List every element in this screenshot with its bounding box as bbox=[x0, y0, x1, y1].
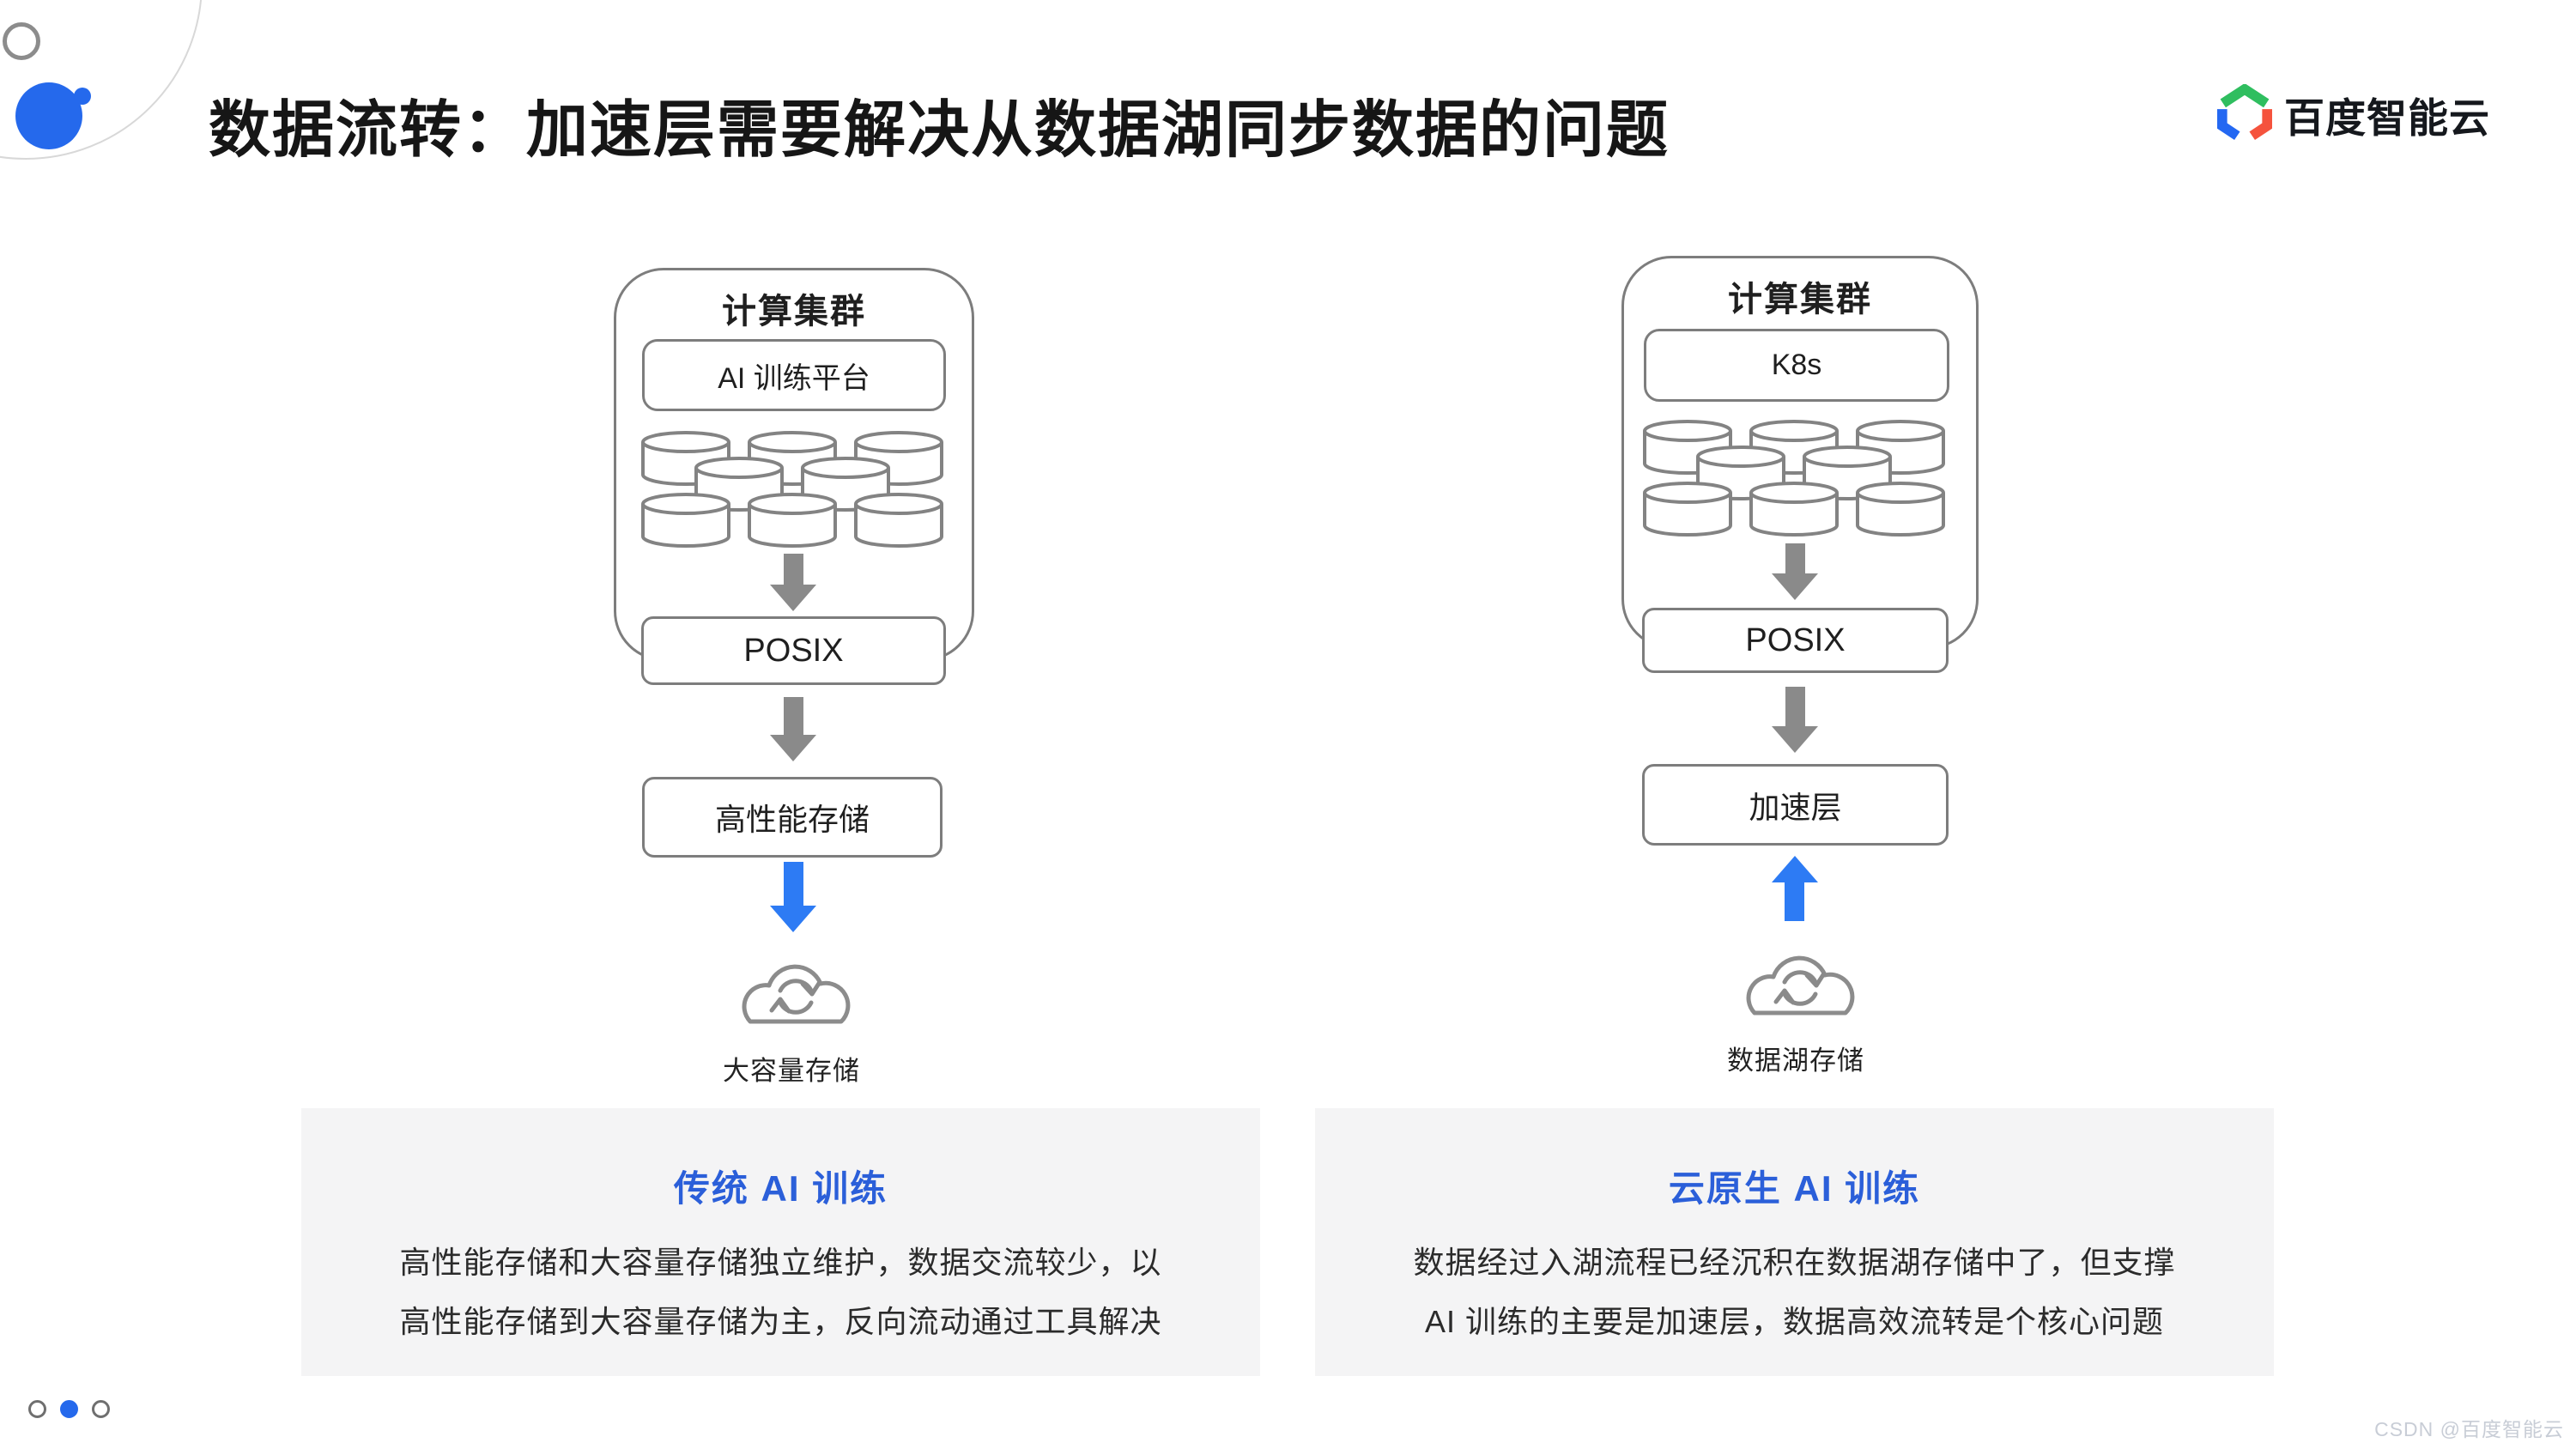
cloud-sync-icon-right bbox=[1746, 955, 1855, 1016]
arrow-down-icon bbox=[770, 554, 816, 611]
panel-title: 云原生 AI 训练 bbox=[1668, 1168, 1921, 1209]
posix-box-right: POSIX bbox=[1642, 608, 1949, 673]
accel-layer-label-right: 加速层 bbox=[1749, 789, 1842, 825]
brand-logo: 百度智能云 bbox=[2217, 84, 2490, 144]
panel-title: 传统 AI 训练 bbox=[673, 1168, 888, 1209]
posix-box-left: POSIX bbox=[641, 616, 946, 685]
panel-text-line: 数据经过入湖流程已经沉积在数据湖存储中了，但支撑 bbox=[1413, 1245, 2176, 1280]
brand-name: 百度智能云 bbox=[2284, 94, 2490, 141]
storage-nodes-icon-right bbox=[1643, 420, 1945, 537]
panel-traditional-ai: 传统 AI 训练 高性能存储和大容量存储独立维护，数据交流较少，以 高性能存储到… bbox=[301, 1108, 1260, 1376]
deco-blue-dot bbox=[74, 88, 91, 105]
watermark: CSDN @百度智能云 bbox=[2374, 1418, 2564, 1440]
posix-label-left: POSIX bbox=[743, 632, 844, 669]
panel-cloud-native-ai: 云原生 AI 训练 数据经过入湖流程已经沉积在数据湖存储中了，但支撑 AI 训练… bbox=[1315, 1108, 2274, 1376]
panel-text-line: 高性能存储和大容量存储独立维护，数据交流较少，以 bbox=[399, 1245, 1162, 1280]
arrow-down-icon bbox=[1772, 687, 1818, 753]
storage-label-left: 高性能存储 bbox=[714, 802, 870, 837]
cloud-sync-icon-left bbox=[742, 964, 851, 1024]
arrow-down-blue-icon bbox=[770, 862, 816, 932]
platform-label-right: K8s bbox=[1771, 349, 1822, 381]
cluster-title-right: 计算集群 bbox=[1728, 281, 1872, 318]
page-title: 数据流转：加速层需要解决从数据湖同步数据的问题 bbox=[209, 96, 1670, 165]
platform-box-right: K8s bbox=[1644, 329, 1949, 402]
pagination bbox=[28, 1400, 110, 1418]
deco-ring-circle bbox=[3, 22, 40, 60]
arrow-down-icon bbox=[770, 697, 816, 761]
baidu-cloud-logo-icon bbox=[2217, 84, 2272, 141]
platform-box-left: AI 训练平台 bbox=[642, 339, 946, 411]
storage-nodes-icon-left bbox=[641, 431, 943, 548]
cloud-label-right: 数据湖存储 bbox=[1727, 1046, 1864, 1076]
accel-layer-box-right: 加速层 bbox=[1642, 764, 1949, 846]
panel-text-line: 高性能存储到大容量存储为主，反向流动通过工具解决 bbox=[399, 1304, 1162, 1339]
arrow-up-blue-icon bbox=[1772, 856, 1818, 921]
deco-blue-circle bbox=[15, 82, 82, 149]
page-dot-2[interactable] bbox=[60, 1400, 78, 1418]
cloud-label-left: 大容量存储 bbox=[723, 1056, 860, 1086]
platform-label-left: AI 训练平台 bbox=[718, 361, 870, 395]
page-dot-3[interactable] bbox=[92, 1400, 110, 1418]
cluster-title-left: 计算集群 bbox=[722, 293, 866, 330]
panel-text-line: AI 训练的主要是加速层，数据高效流转是个核心问题 bbox=[1424, 1304, 2165, 1339]
storage-box-left: 高性能存储 bbox=[642, 777, 943, 858]
page-dot-1[interactable] bbox=[28, 1400, 46, 1418]
posix-label-right: POSIX bbox=[1745, 621, 1846, 658]
arrow-down-icon bbox=[1772, 543, 1818, 600]
